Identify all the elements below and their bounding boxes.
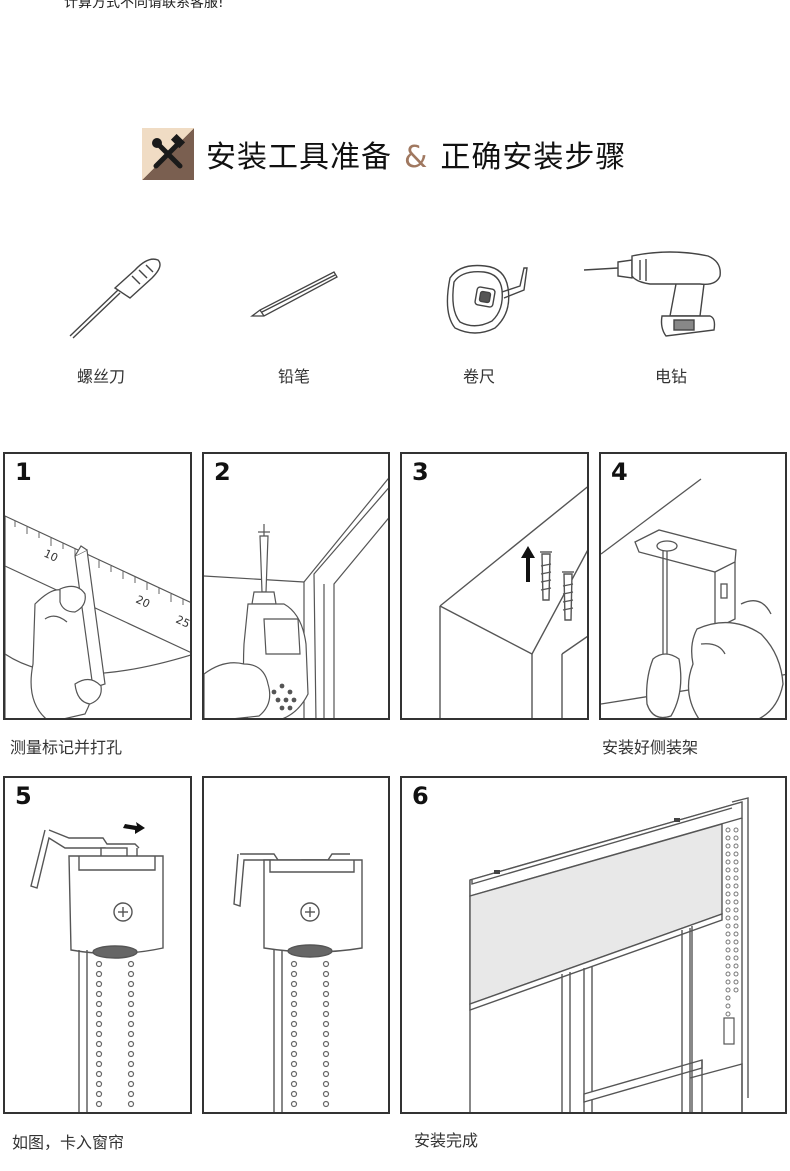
caption-step-6: 安装完成	[414, 1131, 479, 1150]
tool-screwdriver	[60, 248, 170, 343]
step-number-6: 6	[412, 782, 429, 810]
tool-label-tape-measure: 卷尺	[463, 367, 496, 386]
slide-arrow-icon	[123, 822, 145, 834]
caption-step-4: 安装好侧装架	[602, 738, 699, 757]
ruler-tick-25: 25	[174, 613, 192, 631]
top-note: 计算方式不同请联系客服!	[64, 0, 224, 11]
clip-in-illustration	[30, 822, 164, 1112]
step-panel-1: 10 20 25 1	[3, 452, 192, 720]
step-panel-5: 5	[3, 776, 192, 1114]
tape-measure-icon	[446, 264, 528, 334]
drill-hole-illustration	[204, 477, 388, 718]
ruler-tick-10: 10	[42, 547, 60, 565]
step-panel-5b	[202, 776, 390, 1114]
anchor-insert-illustration	[439, 486, 587, 718]
step-panel-3: 3	[400, 452, 589, 720]
section-title: 安装工具准备&正确安装步骤	[206, 132, 626, 176]
step-number-3: 3	[412, 458, 429, 486]
tools-badge-icon	[142, 128, 194, 180]
step-panel-4: 4	[599, 452, 787, 720]
tool-pencil	[248, 266, 340, 322]
tool-label-drill: 电钻	[655, 367, 688, 386]
caption-step-5: 如图，卡入窗帘	[12, 1133, 125, 1152]
measure-mark-illustration: 10 20 25	[5, 515, 192, 718]
tool-label-screwdriver: 螺丝刀	[77, 367, 126, 386]
chain-weight-icon	[723, 1017, 735, 1045]
clipped-in-illustration	[233, 853, 363, 1112]
step-panel-2: 2	[202, 452, 390, 720]
tool-tape-measure	[440, 258, 530, 338]
title-ampersand: &	[404, 140, 429, 175]
mount-bracket-illustration	[601, 478, 785, 718]
section-header: 安装工具准备&正确安装步骤	[142, 128, 626, 180]
step-number-5: 5	[15, 782, 32, 810]
step-number-2: 2	[214, 458, 231, 486]
tool-label-pencil: 铅笔	[278, 367, 311, 386]
tool-drill	[580, 246, 730, 346]
pencil-icon	[250, 271, 338, 317]
drill-icon	[583, 251, 721, 337]
installed-blind-illustration	[469, 797, 749, 1112]
step-number-1: 1	[15, 458, 32, 486]
step-number-4: 4	[611, 458, 628, 486]
title-part2: 正确安装步骤	[440, 140, 627, 175]
ruler-tick-20: 20	[134, 593, 152, 611]
step-panel-6: 6	[400, 776, 787, 1114]
caption-step-1: 测量标记并打孔	[10, 738, 123, 757]
screwdriver-icon	[69, 258, 161, 339]
title-part1: 安装工具准备	[206, 140, 392, 175]
